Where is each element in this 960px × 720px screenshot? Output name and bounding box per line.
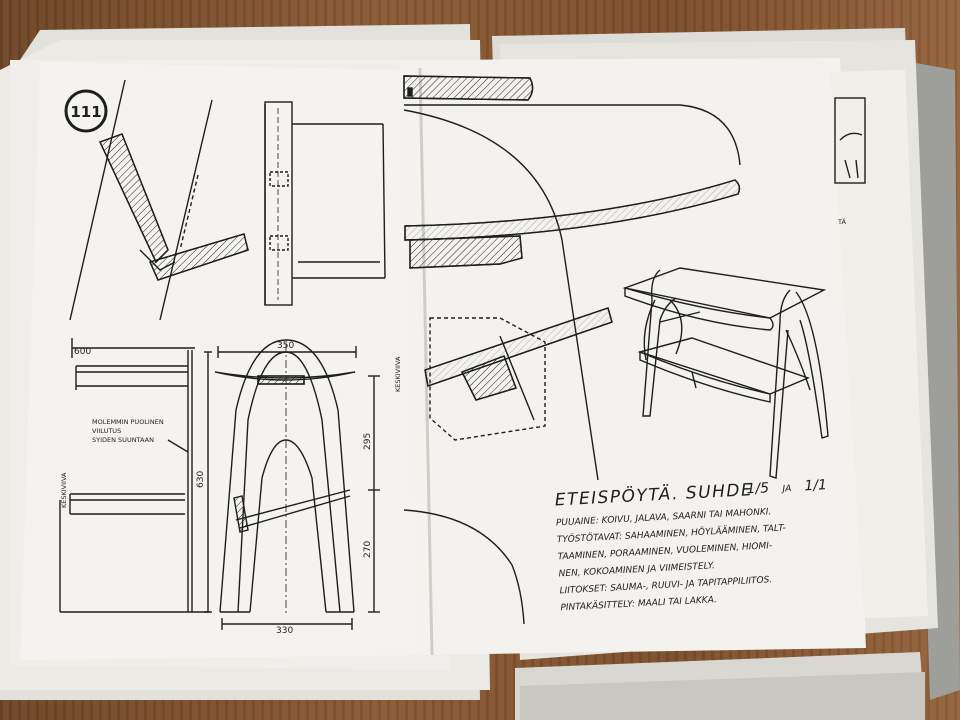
back-sheet [830,70,928,618]
scale-join: JA [780,484,791,495]
note-line-2: VIILUTUS [92,427,121,435]
note-line-3: SYIDEN SUUNTAAN [92,436,154,444]
scale-one: 1/5 [746,480,769,497]
left-sheet [20,62,432,660]
dimension-350: 350 [277,341,294,351]
dimension-600: 600 [74,347,91,357]
dimension-630: 630 [196,471,206,488]
right-drawings [403,75,866,625]
dimension-270: 270 [363,541,373,558]
table-perspective-sketch [622,267,829,479]
right-axis-label: KESKIVIIVA [394,356,402,392]
right-sheet [400,58,866,655]
sheet-number: 111 [70,103,101,121]
back-sheet-text: TÄ [837,217,846,226]
dimension-295: 295 [363,433,373,450]
left-drawings [59,79,386,630]
note-line-1: MOLEMMIN PUOLINEN [92,418,164,426]
left-axis-label: KESKIVIIVA [60,472,68,508]
dimension-330: 330 [276,626,293,636]
scale-two: 1/1 [804,477,827,494]
